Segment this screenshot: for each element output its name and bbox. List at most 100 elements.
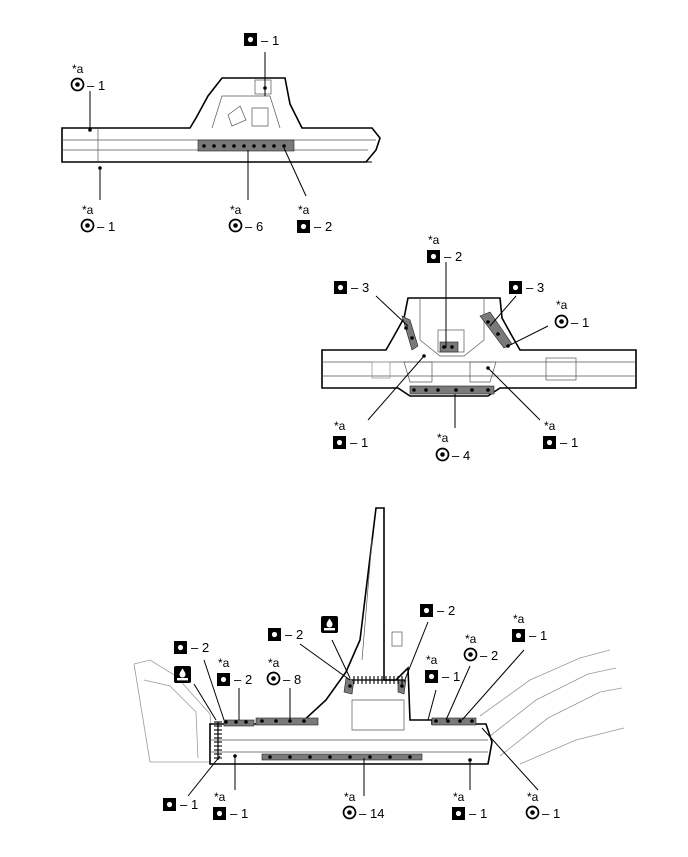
square-spot-weld-icon	[512, 629, 525, 642]
svg-text:*a: *a	[344, 790, 356, 804]
weld-point	[252, 144, 256, 148]
leader-lines	[89, 52, 549, 797]
svg-text:1: 1	[571, 435, 578, 450]
square-spot-weld-icon	[163, 798, 176, 811]
callout-v3-bottom-left: – 1	[163, 797, 198, 812]
svg-text:–: –	[444, 249, 452, 264]
svg-text:1: 1	[191, 797, 198, 812]
svg-text:2: 2	[245, 672, 252, 687]
svg-text:*a: *a	[268, 656, 280, 670]
svg-text:3: 3	[362, 280, 369, 295]
svg-text:*a: *a	[513, 612, 525, 626]
weld-point	[262, 144, 266, 148]
svg-text:*a: *a	[230, 203, 242, 217]
view-3-weld-dots	[224, 684, 474, 762]
weld-point	[288, 719, 292, 723]
callout-v2-right-three: – 3	[509, 280, 544, 295]
weld-point	[302, 719, 306, 723]
weld-point	[268, 755, 272, 759]
weld-point	[272, 144, 276, 148]
svg-text:*a: *a	[527, 790, 539, 804]
svg-text:–: –	[571, 315, 579, 330]
svg-text:–: –	[314, 219, 322, 234]
weld-point	[222, 144, 226, 148]
svg-text:*a: *a	[544, 419, 556, 433]
square-spot-weld-icon	[244, 33, 257, 46]
callout-v1-top: – 1	[244, 33, 279, 48]
callout-v3-right-two: *a – 2	[463, 632, 498, 663]
svg-text:2: 2	[202, 640, 209, 655]
round-spot-weld-icon	[463, 647, 478, 662]
callout-v2-right-one: *a – 1	[554, 298, 589, 330]
svg-text:–: –	[261, 33, 269, 48]
callout-v3-pillar-right: – 2	[420, 603, 455, 618]
square-spot-weld-icon	[509, 281, 522, 294]
svg-text:*a: *a	[218, 656, 230, 670]
svg-text:–: –	[351, 280, 359, 295]
callout-v3-bottom-right: *a – 1	[452, 790, 487, 821]
svg-text:–: –	[283, 672, 291, 687]
svg-text:–: –	[180, 797, 188, 812]
weld-point	[348, 684, 352, 688]
svg-text:–: –	[480, 648, 488, 663]
svg-text:4: 4	[463, 448, 470, 463]
weld-point	[260, 719, 264, 723]
svg-text:–: –	[442, 669, 450, 684]
weld-point	[288, 755, 292, 759]
callout-v3-a-two: *a – 2	[217, 656, 252, 687]
square-spot-weld-icon	[427, 250, 440, 263]
square-spot-weld-icon	[213, 807, 226, 820]
svg-text:1: 1	[108, 219, 115, 234]
svg-text:*a: *a	[426, 653, 438, 667]
svg-text:–: –	[87, 78, 95, 93]
weld-point	[244, 720, 248, 724]
svg-text:1: 1	[582, 315, 589, 330]
weld-point	[450, 345, 454, 349]
callout-v3-mid-one: *a – 1	[425, 653, 460, 684]
weld-point	[458, 719, 462, 723]
weld-point	[202, 144, 206, 148]
view-3-body-side-background	[133, 649, 625, 765]
view-3-rocker-and-pillar	[209, 507, 493, 765]
round-spot-weld-icon	[525, 805, 540, 820]
callout-v3-bottom-fourteen: *a – 14	[342, 790, 384, 821]
weld-point	[232, 144, 236, 148]
view-1-weld-dots	[88, 86, 286, 170]
svg-text:–: –	[526, 280, 534, 295]
svg-text:2: 2	[455, 249, 462, 264]
round-spot-weld-icon	[80, 218, 95, 233]
callout-v2-top: *a – 2	[427, 233, 462, 264]
weld-point	[454, 388, 458, 392]
callout-v2-bottom-right: *a – 1	[543, 419, 578, 450]
svg-text:–: –	[350, 435, 358, 450]
callout-v3-a-eight: *a – 8	[266, 656, 301, 687]
svg-text:3: 3	[537, 280, 544, 295]
weld-point	[388, 755, 392, 759]
callout-v3-bottom-far-right: *a – 1	[525, 790, 560, 821]
weld-point	[368, 755, 372, 759]
svg-text:*a: *a	[72, 62, 84, 76]
weld-point	[412, 388, 416, 392]
svg-text:1: 1	[480, 806, 487, 821]
callout-v2-bottom-left: *a – 1	[333, 419, 368, 450]
sealer-hatch-pillar	[352, 676, 404, 684]
round-spot-weld-icon	[554, 314, 569, 329]
svg-text:1: 1	[241, 806, 248, 821]
callout-v1-bottom-two: *a – 2	[297, 203, 332, 234]
square-spot-weld-icon	[217, 673, 230, 686]
svg-text:1: 1	[98, 78, 105, 93]
weld-point	[436, 388, 440, 392]
weld-point	[224, 720, 228, 724]
callout-v2-left-three: – 3	[334, 280, 369, 295]
svg-text:1: 1	[361, 435, 368, 450]
svg-text:–: –	[529, 628, 537, 643]
svg-text:2: 2	[448, 603, 455, 618]
svg-text:1: 1	[453, 669, 460, 684]
weld-point	[408, 755, 412, 759]
round-spot-weld-icon	[435, 447, 450, 462]
square-spot-weld-icon	[420, 604, 433, 617]
square-spot-weld-icon	[174, 641, 187, 654]
svg-text:2: 2	[325, 219, 332, 234]
callout-v1-bottom-six: *a – 6	[228, 203, 263, 234]
square-spot-weld-icon	[297, 220, 310, 233]
